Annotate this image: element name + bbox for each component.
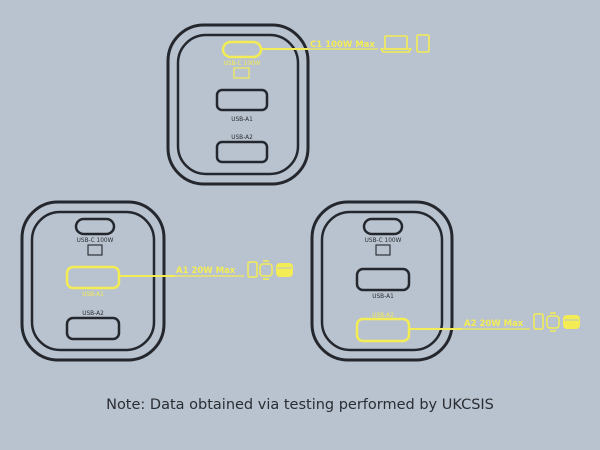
usb-c-symbol-icon: [375, 244, 391, 256]
watch-icon: [259, 260, 273, 280]
usb-a-port-highlighted: [355, 317, 411, 343]
usb-c-port-highlighted: [221, 40, 263, 59]
earbuds-case-icon: [563, 315, 580, 329]
charger-outer-outline: [166, 23, 310, 186]
charger-inner-outline: [320, 210, 444, 352]
callout-label: A2 20W Max: [464, 319, 524, 329]
charger-outer-outline: [310, 200, 454, 362]
usb-a-port: [215, 140, 269, 164]
usb-c-symbol-icon: [233, 67, 250, 79]
watch-icon: [546, 312, 560, 332]
usb-a-port: [215, 88, 269, 112]
usb-a-port: [355, 267, 411, 292]
charger-inner-outline: [176, 33, 300, 176]
charger-right: USB-C 100W USB-A1 USB-A2 A2 20W Max: [310, 200, 580, 362]
port-label: USB-C 100W: [77, 238, 114, 244]
port-label: USB-A1: [231, 117, 253, 123]
phone-icon: [533, 313, 544, 330]
callout-label: C1 100W Max: [310, 40, 375, 50]
usb-c-port: [362, 217, 404, 236]
earbuds-case-icon: [276, 263, 293, 277]
usb-c-port: [74, 217, 116, 236]
usb-a-port-highlighted: [65, 265, 121, 290]
charger-left: USB-C 100W USB-A1 USB-A2 A1 20W Max: [20, 200, 293, 362]
port-label: USB-A2: [231, 135, 253, 141]
phone-icon: [247, 261, 258, 278]
usb-a-port: [65, 316, 121, 341]
laptop-icon: [379, 35, 413, 53]
footnote: Note: Data obtained via testing performe…: [106, 397, 494, 413]
port-label: USB-A2: [372, 313, 394, 319]
charger-inner-outline: [30, 210, 156, 352]
port-label: USB-A1: [82, 292, 104, 298]
callout-label: A1 20W Max: [176, 266, 236, 276]
port-label: USB-C 100W: [365, 238, 402, 244]
port-label: USB-A2: [82, 311, 104, 317]
port-label: USB-C 100W: [224, 61, 261, 67]
tablet-icon: [416, 34, 430, 53]
charger-top: USB-C 100W USB-A1 USB-A2 C1 100W Max: [166, 23, 430, 186]
port-label: USB-A1: [372, 294, 394, 300]
charger-outer-outline: [20, 200, 166, 362]
usb-c-symbol-icon: [87, 244, 103, 256]
